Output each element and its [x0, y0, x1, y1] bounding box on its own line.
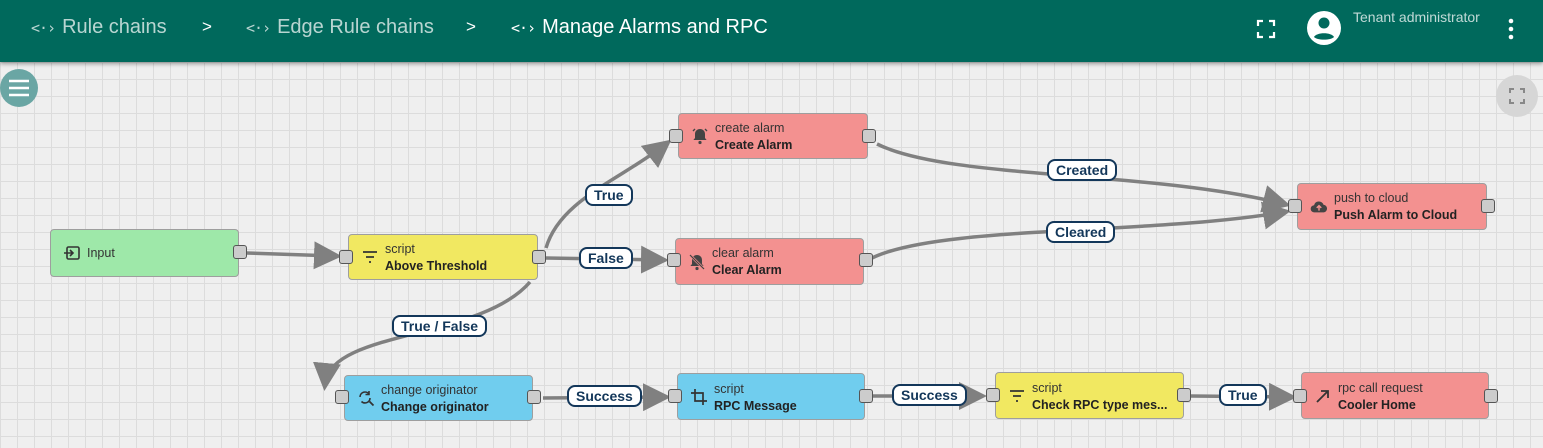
node-input[interactable]: Input [50, 229, 239, 277]
breadcrumb-current: <·› Manage Alarms and RPC [511, 16, 768, 39]
breadcrumb-separator: > [202, 17, 212, 36]
connector-in[interactable] [986, 388, 1000, 402]
node-name: Clear Alarm [712, 263, 782, 277]
connector-out[interactable] [1177, 388, 1191, 402]
edge-label-false[interactable]: False [579, 247, 633, 269]
connector-out[interactable] [1481, 199, 1495, 213]
node-push-to-cloud[interactable]: push to cloud Push Alarm to Cloud [1297, 183, 1487, 230]
code-icon: <·› [31, 18, 56, 37]
code-icon: <·› [246, 18, 271, 37]
edge-label-success[interactable]: Success [567, 385, 642, 407]
connector-out[interactable] [859, 389, 873, 403]
input-icon [64, 246, 80, 260]
node-name: Check RPC type mes... [1032, 398, 1168, 412]
top-toolbar: <·› Rule chains > <·› Edge Rule chains >… [0, 0, 1543, 62]
node-rpc-message[interactable]: script RPC Message [677, 373, 865, 420]
node-type: push to cloud [1334, 191, 1409, 205]
filter-icon [363, 251, 377, 263]
node-type: change originator [381, 383, 478, 397]
node-name: Above Threshold [385, 259, 488, 273]
fullscreen-icon [1509, 88, 1525, 104]
code-icon: <·› [511, 18, 536, 37]
user-role-label: Tenant administrator [1353, 9, 1480, 25]
node-name: Change originator [381, 400, 489, 414]
edge-label-cleared[interactable]: Cleared [1046, 221, 1116, 243]
node-name: Cooler Home [1338, 398, 1416, 412]
connector-in[interactable] [667, 253, 681, 267]
alarm-off-icon [689, 253, 705, 270]
node-type: script [385, 242, 415, 256]
connector-out[interactable] [233, 245, 247, 259]
canvas-fullscreen-button[interactable] [1496, 75, 1538, 117]
connector-in[interactable] [1293, 389, 1307, 403]
node-rpc-call-request[interactable]: rpc call request Cooler Home [1301, 372, 1489, 419]
page-title: Manage Alarms and RPC [542, 16, 768, 38]
edge-label-true[interactable]: True [1219, 384, 1267, 406]
node-type: script [1032, 381, 1062, 395]
node-type: rpc call request [1338, 381, 1423, 395]
node-above-threshold[interactable]: script Above Threshold [348, 234, 538, 280]
edge-label-true-false[interactable]: True / False [392, 315, 488, 337]
menu-button[interactable] [0, 69, 38, 107]
node-change-originator[interactable]: change originator Change originator [344, 375, 533, 421]
node-name: RPC Message [714, 399, 797, 413]
edge-label-created[interactable]: Created [1047, 159, 1118, 181]
breadcrumb-separator: > [466, 17, 476, 36]
node-type: clear alarm [712, 246, 774, 260]
connector-out[interactable] [527, 390, 541, 404]
alarm-on-icon [692, 128, 708, 145]
connector-in[interactable] [668, 389, 682, 403]
connector-out[interactable] [859, 253, 873, 267]
account-circle-icon[interactable] [1306, 10, 1342, 46]
node-name: Input [87, 246, 115, 260]
connector-in[interactable] [669, 129, 683, 143]
edge-label-success[interactable]: Success [892, 384, 967, 406]
fullscreen-icon[interactable] [1256, 19, 1276, 39]
breadcrumb-edge-rule-chains[interactable]: <·› Edge Rule chains [246, 16, 434, 39]
node-check-rpc[interactable]: script Check RPC type mes... [995, 372, 1184, 419]
edge-input-threshold [245, 241, 342, 270]
menu-icon [9, 79, 29, 97]
breadcrumb-label: Rule chains [62, 16, 167, 38]
connector-out[interactable] [1484, 389, 1498, 403]
node-create-alarm[interactable]: create alarm Create Alarm [678, 113, 868, 159]
cloud-upload-icon [1310, 200, 1328, 212]
connector-out[interactable] [862, 129, 876, 143]
node-type: script [714, 382, 744, 396]
node-type: create alarm [715, 121, 785, 135]
connector-in[interactable] [1288, 199, 1302, 213]
call-made-icon [1316, 389, 1329, 403]
node-clear-alarm[interactable]: clear alarm Clear Alarm [675, 238, 864, 285]
node-name: Create Alarm [715, 138, 793, 152]
breadcrumb-rule-chains[interactable]: <·› Rule chains [31, 16, 167, 39]
transform-icon [691, 388, 707, 405]
more-vert-icon[interactable] [1506, 18, 1516, 40]
connector-out[interactable] [532, 250, 546, 264]
edge-label-true[interactable]: True [585, 184, 633, 206]
find-replace-icon [359, 391, 375, 407]
connector-in[interactable] [335, 390, 349, 404]
node-name: Push Alarm to Cloud [1334, 208, 1458, 222]
filter-icon [1010, 389, 1024, 402]
breadcrumb-label: Edge Rule chains [277, 16, 434, 38]
connector-in[interactable] [339, 250, 353, 264]
